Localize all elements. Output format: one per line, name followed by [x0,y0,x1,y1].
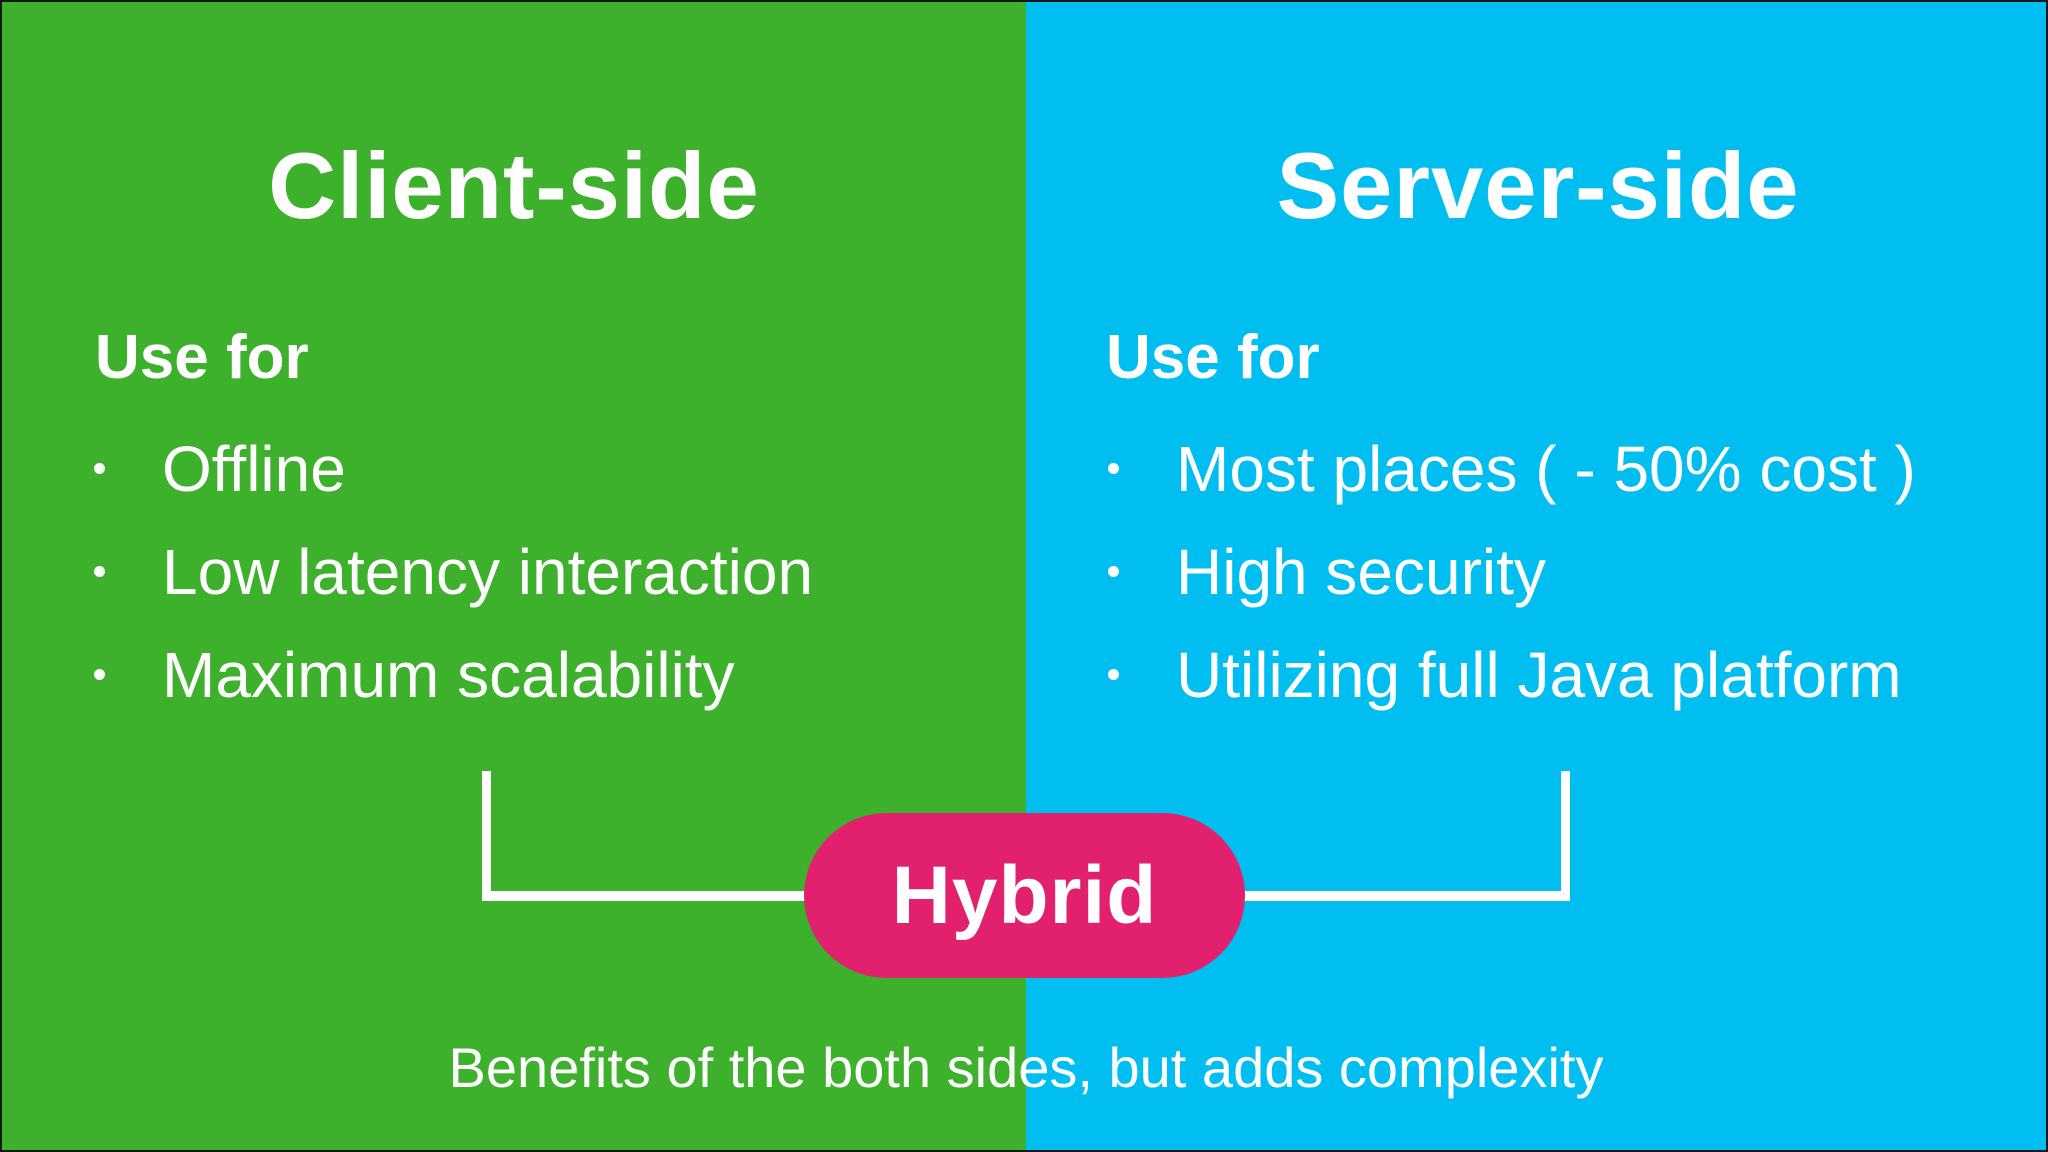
bullet-dot-icon [1108,669,1119,680]
list-item: Utilizing full Java platform [1108,623,2038,726]
hybrid-badge: Hybrid [804,813,1245,978]
hybrid-badge-label: Hybrid [891,849,1158,941]
list-item: Most places ( - 50% cost ) [1108,417,2038,520]
bullet-dot-icon [94,463,105,474]
list-item: Offline [94,417,1024,520]
list-item: Low latency interaction [94,520,1024,623]
client-bullet-list: Offline Low latency interaction Maximum … [94,417,1024,726]
list-item: Maximum scalability [94,623,1024,726]
connector-right-vertical-line [1561,771,1570,896]
bullet-dot-icon [1108,463,1119,474]
client-use-for-heading: Use for [95,323,309,392]
client-side-title: Client-side [268,133,760,238]
bullet-label: Most places ( - 50% cost ) [1176,432,1916,505]
bullet-dot-icon [94,566,105,577]
server-use-for-heading: Use for [1106,323,1320,392]
bullet-dot-icon [1108,566,1119,577]
bullet-label: Low latency interaction [162,535,814,608]
server-bullet-list: Most places ( - 50% cost ) High security… [1108,417,2038,726]
list-item: High security [1108,520,2038,623]
connector-left-vertical-line [482,771,491,896]
bullet-label: High security [1176,535,1546,608]
bullet-dot-icon [94,669,105,680]
bullet-label: Maximum scalability [162,638,735,711]
bullet-label: Offline [162,432,346,505]
bullet-label: Utilizing full Java platform [1176,638,1902,711]
hybrid-caption: Benefits of the both sides, but adds com… [448,1036,1604,1099]
server-side-title: Server-side [1276,133,1800,238]
